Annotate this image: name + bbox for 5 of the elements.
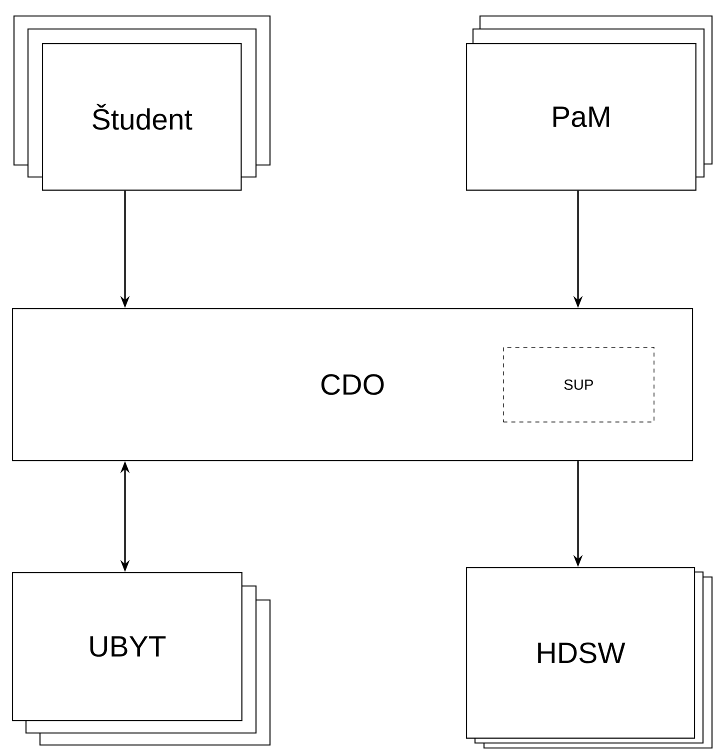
- dashed-box: SUP: [503, 347, 654, 422]
- stacked-box: HDSW: [466, 567, 713, 749]
- stacked-box: Študent: [13, 15, 271, 191]
- stacked-box: PaM: [466, 15, 713, 191]
- stacked-box: UBYT: [12, 572, 271, 746]
